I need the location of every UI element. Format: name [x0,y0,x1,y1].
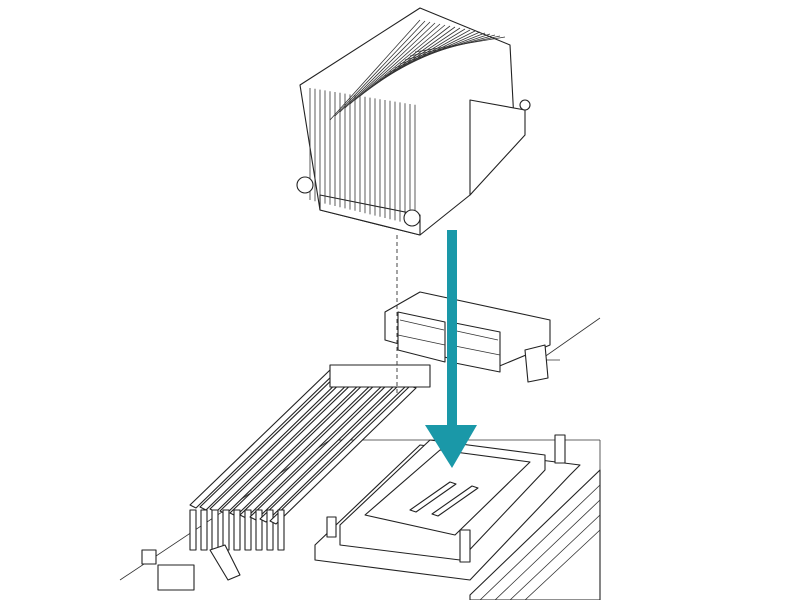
dimm-latch [266,509,274,551]
heatsink-fin-top [414,36,506,53]
dimm-latch [244,509,252,551]
heatsink-fin-top [334,20,426,117]
dimm-latch [255,509,263,551]
heatsink-fin-top [329,19,421,121]
dimm-latch [233,509,241,551]
power-connector [384,291,551,383]
dimm-slot [269,385,417,525]
heatsink-fin-top [339,21,431,113]
heatsink-fin-top [349,23,441,105]
dimm-latch [222,509,230,551]
heatsink [296,7,531,236]
heatsink-fin-top [354,24,446,101]
heatsink-fin-top [379,29,471,81]
dimm-latch [200,509,208,551]
heatsink-fin-top [384,30,476,77]
dimm-latch-row [329,364,431,388]
processor-socket [314,434,601,600]
dimm-slots [189,364,431,551]
arrow-shaft [447,230,457,427]
arrow-head [425,425,477,468]
board-connectors [141,544,241,591]
heatsink-fin-top [344,22,436,109]
dimm-latch [277,509,285,551]
dimm-latch [211,509,219,551]
heatsink-fin-top [409,35,501,57]
install-direction-arrow [425,230,477,468]
dimm-latch [189,509,197,551]
